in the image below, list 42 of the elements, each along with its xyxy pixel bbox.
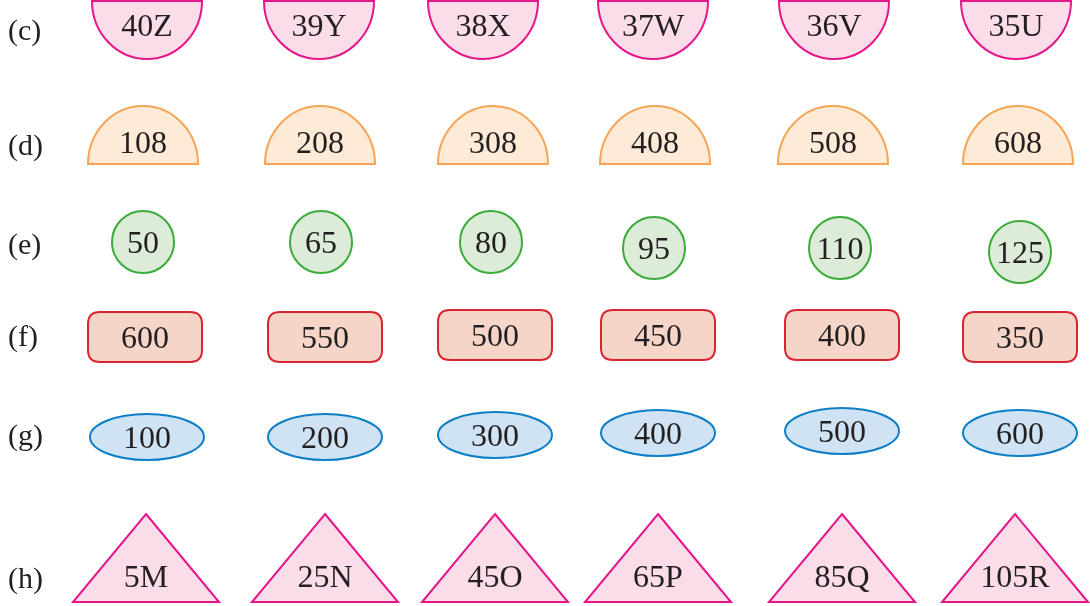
- number-label: 108: [119, 123, 167, 160]
- row-label: (c): [8, 13, 42, 47]
- number-label: 35U: [988, 7, 1044, 44]
- number-label: 400: [634, 415, 682, 451]
- number-label: 40Z: [121, 7, 173, 44]
- number-label: 37W: [621, 7, 685, 44]
- number-label: 39Y: [291, 7, 347, 44]
- number-label: 25N: [297, 557, 353, 594]
- number-label: 5M: [123, 557, 169, 594]
- number-label: 600: [996, 415, 1044, 451]
- row-label: (e): [8, 227, 42, 261]
- number-label: 45O: [467, 557, 523, 594]
- number-label: 408: [631, 123, 679, 160]
- number-label: 110: [816, 230, 864, 266]
- number-label: 200: [301, 419, 349, 455]
- number-label: 400: [818, 317, 866, 353]
- number-label: 550: [301, 319, 349, 355]
- number-label: 65P: [633, 557, 683, 594]
- number-label: 38X: [455, 7, 511, 44]
- number-label: 608: [994, 123, 1042, 160]
- number-label: 65: [305, 224, 337, 260]
- row-label: (g): [8, 418, 43, 452]
- number-label: 125: [996, 234, 1044, 270]
- number-label: 600: [121, 319, 169, 355]
- row-label: (h): [8, 561, 43, 595]
- number-label: 300: [471, 417, 519, 453]
- number-label: 36V: [806, 7, 862, 44]
- row-label: (d): [8, 128, 43, 162]
- number-label: 450: [634, 317, 682, 353]
- number-label: 105R: [980, 557, 1050, 594]
- number-label: 95: [638, 230, 670, 266]
- row-label: (f): [8, 319, 38, 353]
- number-label: 100: [123, 419, 171, 455]
- number-label: 308: [469, 123, 517, 160]
- number-label: 208: [296, 123, 344, 160]
- number-label: 85Q: [814, 557, 870, 594]
- number-label: 500: [818, 413, 866, 449]
- number-label: 350: [996, 319, 1044, 355]
- number-label: 508: [809, 123, 857, 160]
- number-label: 500: [471, 317, 519, 353]
- number-label: 50: [127, 224, 159, 260]
- number-label: 80: [475, 224, 507, 260]
